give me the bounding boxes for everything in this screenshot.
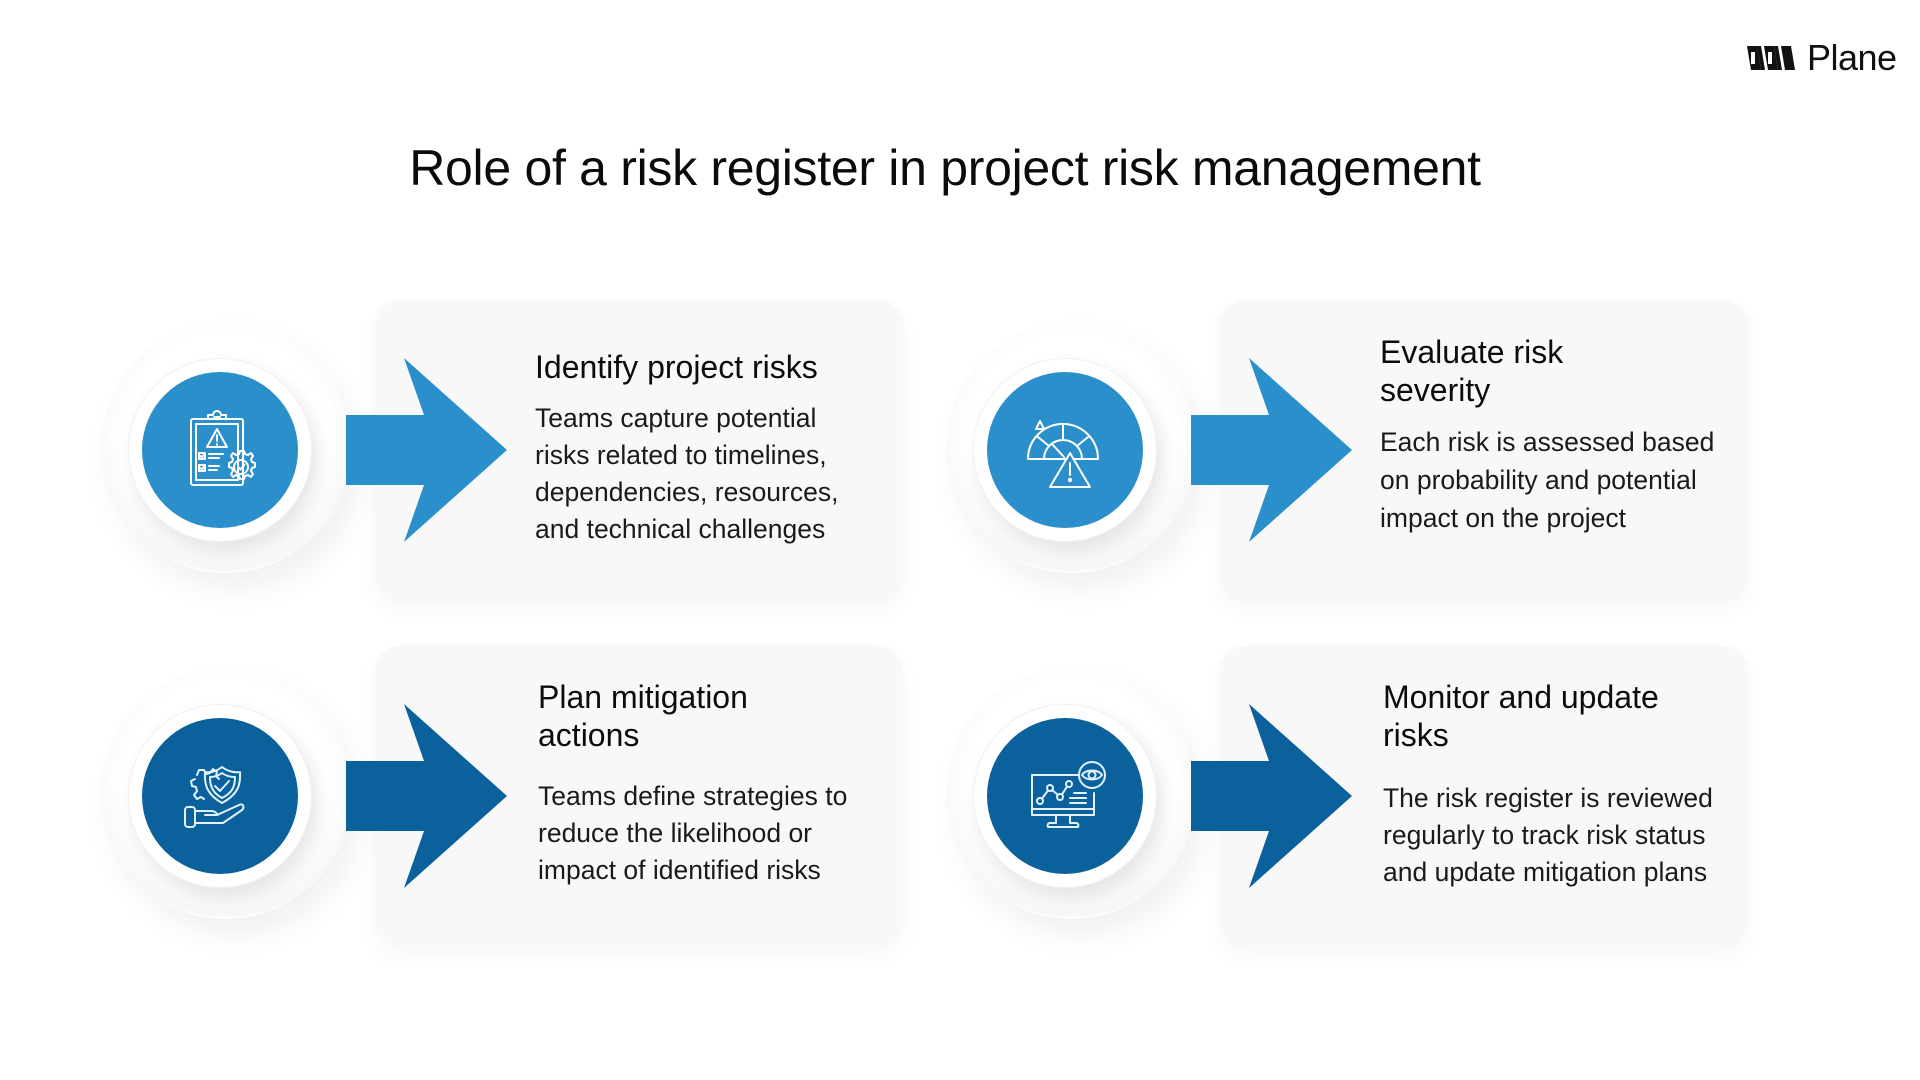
plane-logo-text: Plane: [1807, 37, 1897, 78]
step-text: Evaluate risk severity Each risk is asse…: [1380, 333, 1730, 537]
arrow-right-icon: [346, 358, 507, 542]
step-identify-risks: [98, 270, 998, 630]
step-body: Teams capture potential risks related to…: [535, 403, 839, 544]
step-evaluate-severity: [943, 270, 1843, 630]
step-text: Monitor and update risks The risk regist…: [1383, 678, 1733, 891]
gauge-warning-icon: [1027, 420, 1099, 488]
step-plan-mitigation: [98, 616, 998, 976]
arrow-right-icon: [346, 704, 507, 888]
step-monitor-update: [943, 616, 1843, 976]
hand-shield-gear-icon: [184, 766, 245, 828]
arrow-right-icon: [1191, 358, 1352, 542]
icon-disc: [987, 372, 1143, 528]
step-body: Each risk is assessed based on probabili…: [1380, 427, 1715, 533]
page-title: Role of a risk register in project risk …: [409, 140, 1481, 196]
arrow-right-icon: [1191, 704, 1352, 888]
step-text: Plan mitigation actions Teams define str…: [538, 678, 878, 889]
clipboard-warning-gear-icon: [190, 410, 256, 486]
step-title: Evaluate risk severity: [1380, 334, 1564, 408]
step-title: Plan mitigation actions: [538, 679, 748, 753]
step-title: Monitor and update risks: [1383, 679, 1659, 753]
step-text: Identify project risks Teams capture pot…: [535, 348, 875, 548]
plane-logo-icon: [1747, 46, 1795, 70]
step-body: The risk register is reviewed regularly …: [1383, 783, 1713, 887]
icon-disc: [142, 718, 298, 874]
monitor-chart-eye-icon: [1031, 761, 1106, 828]
icon-disc: [142, 372, 298, 528]
icon-disc: [987, 718, 1143, 874]
plane-logo: Plane: [1745, 37, 1897, 78]
step-body: Teams define strategies to reduce the li…: [538, 781, 848, 885]
step-title: Identify project risks: [535, 349, 818, 385]
